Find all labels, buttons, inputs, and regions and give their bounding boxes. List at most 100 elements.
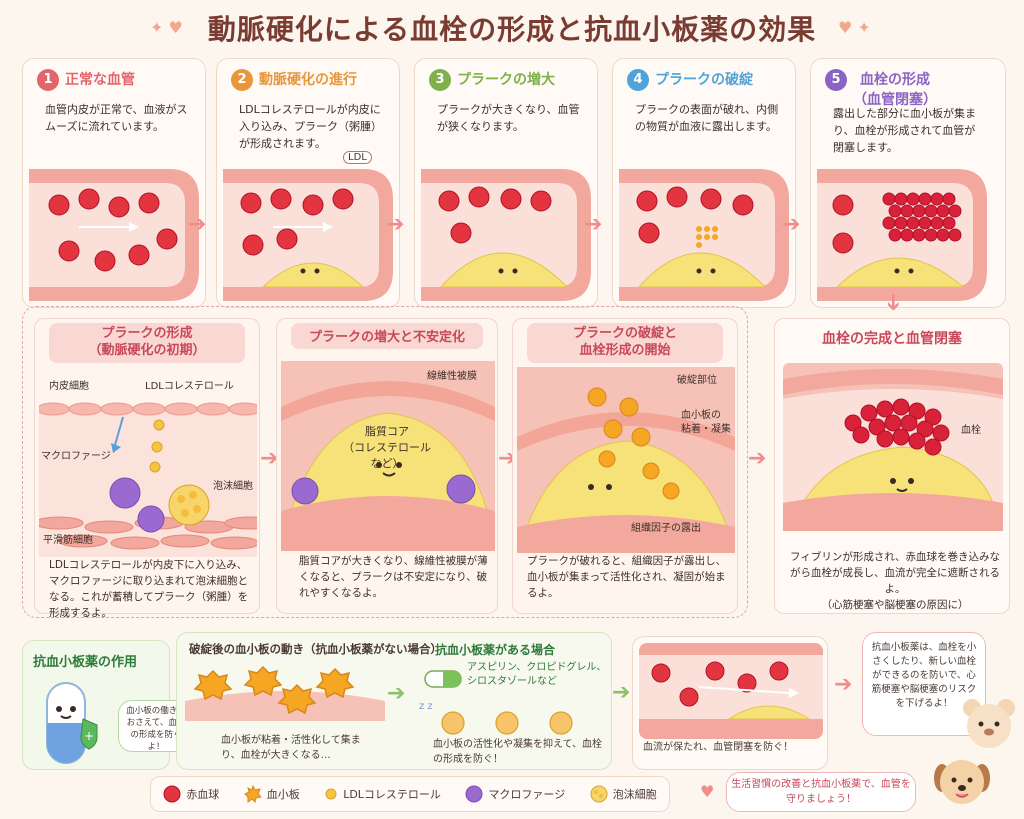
label-foam-cell: 泡沫細胞: [213, 481, 253, 492]
with-drug-title: 抗血小板薬がある場合: [435, 643, 556, 657]
plaque-rupture-illustration: [517, 367, 735, 553]
label-ldl: LDLコレステロール: [145, 381, 234, 392]
dog-speech-text: 生活習慣の改善と抗血小板薬で、血管を守りましょう！: [731, 779, 911, 805]
panel-plaque-formation: プラークの形成 （動脈硬化の初期） 内皮細胞 LDLコレステロール マクロファー…: [34, 318, 260, 619]
panel-title: プラークの形成 （動脈硬化の初期）: [88, 326, 206, 358]
vessel-clot-illustration: [817, 169, 987, 301]
heart-icon: ♥ ✦: [838, 18, 871, 37]
legend-item: 血小板: [243, 785, 300, 803]
legend: 赤血球 血小板 LDLコレステロール マクロファージ 泡沫細胞: [150, 776, 670, 812]
label-rupture-site: 破綻部位: [677, 375, 717, 386]
label-thrombus: 血栓: [961, 425, 981, 436]
resting-platelets-illustration: z z: [419, 701, 573, 735]
step-title: プラークの破綻: [655, 72, 753, 88]
label-endothelium: 内皮細胞: [49, 381, 89, 392]
red-blood-cell-icon: [163, 785, 181, 803]
vessel-normal-illustration: [29, 169, 199, 301]
arrow-right-icon: ➔: [612, 680, 631, 705]
step-desc: プラークが大きくなり、血管が狭くなります。: [437, 103, 580, 133]
with-drug-desc: 血小板の活性化や凝集を抑えて、血栓の形成を防ぐ！: [433, 739, 602, 765]
step-number: 3: [429, 69, 451, 91]
step-title: 動脈硬化の進行: [259, 72, 357, 88]
macrophage-icon: [465, 785, 483, 803]
patent-vessel-illustration: [639, 643, 823, 739]
step-card-4: 4 プラークの破綻プラークの表面が破れ、内側の物質が血液に露出します。: [612, 58, 796, 308]
arrow-right-icon: ➔: [387, 681, 406, 706]
without-drug-desc: 血小板が粘着・活性化して集まり、血栓が大きくなる…: [221, 735, 361, 761]
legend-item: マクロファージ: [465, 785, 565, 803]
ldl-icon: [325, 788, 337, 800]
arrow-right-icon: ➔: [386, 212, 405, 237]
capsule-icon: [424, 670, 462, 688]
activated-platelets-illustration: [185, 665, 385, 721]
svg-text:z z: z z: [419, 701, 433, 712]
drug-speech-text: 血小板の働きをおさえて、血栓の形成を防ぐよ！: [126, 706, 186, 752]
platelet-icon: [243, 785, 262, 803]
label-smooth-muscle: 平滑筋細胞: [43, 535, 93, 546]
vessel-ldl-illustration: [223, 169, 393, 301]
plaque-formation-illustration: [39, 402, 257, 557]
ldl-badge: LDL: [343, 151, 372, 164]
patent-vessel-desc: 血流が保たれ、血管閉塞を防ぐ！: [643, 742, 794, 753]
arrow-right-icon: ➔: [782, 212, 801, 237]
detail-zoom-frame: [22, 306, 748, 618]
step-desc: LDLコレステロールが内皮に入り込み、プラーク（粥腫）が形成されます。: [239, 103, 382, 150]
without-drug-title: 破綻後の血小板の動き（抗血小板薬がない場合）: [189, 642, 442, 656]
step-number: 5: [825, 69, 847, 91]
pill-mascot-icon: +: [46, 682, 98, 764]
foam-cell-icon: [590, 785, 608, 803]
page-title: 動脈硬化による血栓の形成と抗血小板薬の効果: [207, 13, 817, 46]
arrow-right-icon: ➔: [498, 446, 517, 471]
label-fibrous-cap: 線維性被膜: [427, 371, 477, 382]
step-header: 4 プラークの破綻: [627, 69, 753, 91]
panel-title: 血栓の完成と血管閉塞: [822, 331, 962, 347]
step-desc: 露出した部分に血小板が集まり、血栓が形成されて血管が閉塞します。: [833, 107, 976, 154]
arrow-down-icon: ➔: [880, 293, 906, 312]
panel-desc: LDLコレステロールが内皮下に入り込み、マクロファージに取り込まれて泡沫細胞とな…: [49, 559, 249, 619]
bear-speech-bubble: 抗血小板薬は、血栓を小さくしたり、新しい血栓ができるのを防いで、心筋梗塞や脳梗塞…: [862, 632, 986, 736]
step-card-5: 5 血栓の形成 （血管閉塞）露出した部分に血小板が集まり、血栓が形成されて血管が閉…: [810, 58, 1006, 308]
panel-desc: プラークが破れると、組織因子が露出し、血小板が集まって活性化され、凝固が始まるよ…: [527, 555, 727, 599]
step-header: 3 プラークの増大: [429, 69, 555, 91]
arrow-right-icon: ➔: [748, 446, 767, 471]
panel-desc: フィブリンが形成され、赤血球を巻き込みながら血栓が成長し、血流が完全に遮断される…: [790, 551, 1000, 611]
step-header: 5 血栓の形成 （血管閉塞）: [825, 69, 937, 109]
panel-thrombus-complete: 血栓の完成と血管閉塞 血栓 フィブリンが形成され、赤血球を巻き込みながら血栓が成…: [774, 318, 1010, 614]
step-desc: プラークの表面が破れ、内側の物質が血液に露出します。: [635, 103, 779, 133]
panel-desc: 脂質コアが大きくなり、線維性被膜が薄くなると、プラークは不安定になり、破れやすく…: [299, 555, 488, 599]
legend-label: 赤血球: [186, 788, 220, 801]
plaque-growth-illustration: [281, 361, 495, 551]
thrombus-illustration: [783, 363, 1003, 531]
step-number: 1: [37, 69, 59, 91]
legend-item: 泡沫細胞: [590, 785, 657, 803]
arrow-right-icon: ➔: [584, 212, 603, 237]
label-macrophage: マクロファージ: [41, 451, 111, 462]
legend-item: 赤血球: [163, 785, 219, 803]
bear-doctor-icon: [963, 699, 1015, 748]
drug-action-title: 抗血小板薬の作用: [33, 655, 138, 670]
legend-item: LDLコレステロール: [324, 786, 441, 802]
arrow-right-icon: ➔: [834, 672, 853, 697]
svg-text:+: +: [84, 729, 94, 743]
panel-title: プラークの破綻と 血栓形成の開始: [572, 326, 677, 358]
label-tissue-factor: 組織因子の露出: [631, 523, 701, 534]
arrow-right-icon: ➔: [260, 446, 279, 471]
step-number: 4: [627, 69, 649, 91]
bear-speech-text: 抗血小板薬は、血栓を小さくしたり、新しい血栓ができるのを防いで、心筋梗塞や脳梗塞…: [871, 642, 977, 709]
step-title: 血栓の形成 （血管閉塞）: [853, 72, 937, 108]
legend-label: LDLコレステロール: [343, 788, 441, 801]
step-title: プラークの増大: [457, 72, 555, 88]
drug-names: アスピリン、クロピドグレル、シロスタゾールなど: [467, 662, 607, 687]
dog-speech-bubble: 生活習慣の改善と抗血小板薬で、血管を守りましょう！: [726, 772, 916, 812]
panel-title: プラークの増大と不安定化: [308, 330, 465, 345]
drug-compare-box: 破綻後の血小板の動き（抗血小板薬がない場合） 血小板が粘着・活性化して集まり、血…: [176, 632, 612, 770]
heart-icon: ♥: [700, 782, 715, 801]
panel-plaque-rupture: プラークの破綻と 血栓形成の開始 破綻部位 血小板の 粘着・凝集 組織因子の露出…: [512, 318, 738, 614]
vessel-rupture-illustration: [619, 169, 789, 301]
sparkle-icon: ✦ ♥: [150, 18, 183, 37]
step-desc: 血管内皮が正常で、血液がスムーズに流れています。: [45, 103, 188, 133]
